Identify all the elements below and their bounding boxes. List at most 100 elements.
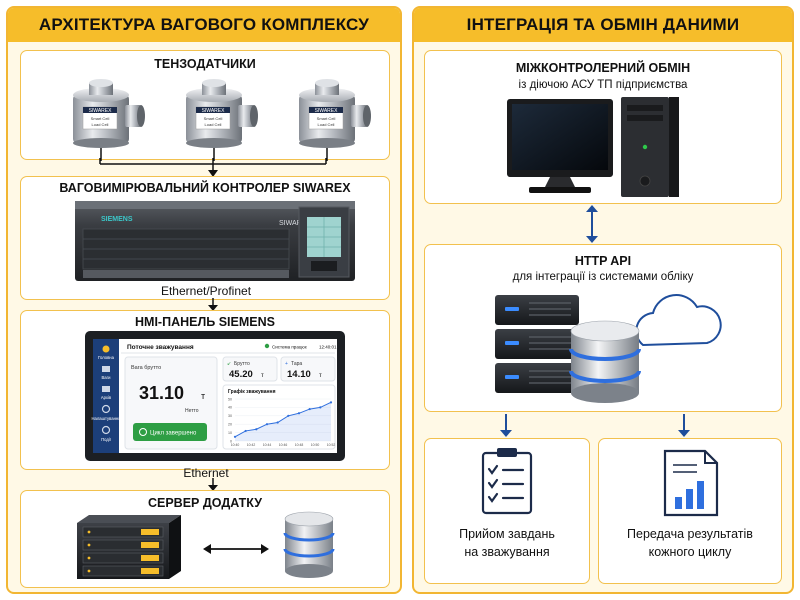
arrow-down-icon: [586, 236, 598, 243]
chart-x-tick: 10:44: [263, 443, 272, 447]
exchange-subtitle: із діючою АСУ ТП підприємства: [518, 79, 688, 91]
brutto-unit: т: [261, 373, 264, 379]
chart-y-tick: 0: [230, 439, 232, 443]
desktop-computer-icon: [507, 97, 679, 197]
archive-icon: [102, 386, 110, 392]
chart-y-tick: 10: [228, 431, 232, 435]
load-cell-icon: SIWAREX Smart Cell Load Cell: [73, 79, 145, 148]
svg-text:Smart Cell: Smart Cell: [91, 116, 110, 121]
right-panel-title: ІНТЕГРАЦІЯ ТА ОБМІН ДАНИМИ: [414, 8, 792, 42]
chart-point: [255, 428, 258, 431]
chart-y-tick: 30: [228, 414, 232, 418]
brutto-card: [222, 356, 278, 382]
svg-text:SIWAREX: SIWAREX: [202, 108, 226, 114]
tasks-line2: на зважування: [464, 545, 550, 559]
link-ethernet-label: Ethernet: [183, 466, 229, 480]
results-line2: кожного циклу: [648, 545, 732, 559]
right-panel: ІНТЕГРАЦІЯ ТА ОБМІН ДАНИМИ МІЖКОНТРОЛЕРН…: [412, 6, 794, 594]
left-panel-title: АРХІТЕКТУРА ВАГОВОГО КОМПЛЕКСУ: [8, 8, 400, 42]
arrow-hmi-server: [208, 478, 218, 491]
arrow-down-icon: [208, 485, 218, 491]
brutto-arrow-icon: ↙: [227, 361, 231, 367]
api-subtitle: для інтеграції із системами обліку: [512, 271, 694, 283]
hmi-nav-events: Події: [101, 437, 112, 442]
chart-point: [297, 412, 301, 415]
chart-x-tick: 10:48: [295, 443, 304, 447]
arrow-controller-hmi: [208, 298, 218, 311]
clock-icon: [101, 425, 111, 435]
chart-y-tick: 20: [228, 423, 232, 427]
weighing-chart-card: [222, 384, 336, 450]
hmi-nav-scales: Ваги: [102, 375, 112, 380]
server-stack-icon: [495, 295, 579, 393]
chart-y-tick: 50: [228, 397, 232, 401]
chart-point: [276, 421, 279, 424]
cycle-done-label: Цикл завершено: [150, 431, 197, 437]
gross-label: Вага брутто: [131, 365, 161, 371]
arrow-down-icon: [678, 430, 690, 437]
status-dot-icon: [264, 343, 270, 349]
svg-text:Load Cell: Load Cell: [92, 122, 109, 127]
chart-area: [235, 402, 331, 441]
sensor-label-brand: SIWAREX: [89, 108, 113, 114]
chart-point: [287, 414, 290, 417]
chart-series-line: [234, 401, 332, 438]
database-icon: [569, 320, 641, 403]
cycle-done-button[interactable]: [133, 423, 207, 441]
tasks-line1: Прийом завдань: [459, 527, 555, 541]
left-panel: АРХІТЕКТУРА ВАГОВОГО КОМПЛЕКСУ ТЕНЗОДАТЧ…: [6, 6, 402, 594]
chart-x-tick: 10:40: [231, 443, 240, 447]
load-cells-group: SIWAREX Smart Cell Load Cell SIWAREX Sma…: [73, 79, 371, 161]
api-title: HTTP API: [574, 254, 632, 268]
api-box: HTTP API для інтеграції із системами обл…: [424, 244, 782, 412]
hmi-box: HMI-ПАНЕЛЬ SIEMENS Головна Ваги Архів На…: [20, 310, 390, 470]
chart-point: [233, 435, 237, 438]
hmi-panel-icon: Головна Ваги Архів Налаштування Події По…: [85, 331, 345, 461]
chart-point: [244, 429, 247, 433]
sensors-box: ТЕНЗОДАТЧИКИ: [20, 50, 390, 161]
bidirectional-arrow-icon: [203, 544, 269, 554]
tare-plus-icon: +: [285, 361, 288, 367]
power-led-icon: [642, 144, 648, 150]
gross-unit: т: [201, 391, 205, 401]
svg-text:Smart Cell: Smart Cell: [317, 116, 336, 121]
hmi-nav-home: Головна: [98, 355, 115, 360]
controller-box: ВАГОВИМІРЮВАЛЬНИЙ КОНТРОЛЕР SIWAREX SIEM…: [20, 176, 390, 300]
hmi-nav-settings: Налаштування: [92, 416, 121, 421]
results-line1: Передача результатів: [627, 527, 753, 541]
svg-text:Load Cell: Load Cell: [318, 122, 335, 127]
sensor-bus-arrow: [99, 158, 327, 177]
chart-y-tick: 40: [228, 406, 232, 410]
arrow-up-icon: [586, 205, 598, 212]
load-cell-icon: SIWAREX Smart Cell Load Cell: [186, 79, 258, 148]
arrows-api-outputs: [500, 414, 690, 437]
controller-icon: SIEMENS SIWAREX: [75, 201, 355, 281]
tasks-box: Прийом завдань на зважування: [424, 438, 590, 584]
arrow-exchange-api: [586, 205, 598, 243]
cloud-icon: [635, 294, 722, 347]
controller-title: ВАГОВИМІРЮВАЛЬНИЙ КОНТРОЛЕР SIWAREX: [59, 181, 351, 195]
controller-model: SIWAREX: [279, 220, 311, 227]
chart-point: [265, 423, 269, 426]
exchange-title: МІЖКОНТРОЛЕРНИЙ ОБМІН: [515, 61, 691, 75]
arrow-down-icon: [500, 430, 512, 437]
chart-x-tick: 10:50: [311, 443, 320, 447]
chart-x-tick: 10:46: [279, 443, 288, 447]
chart-point: [329, 401, 333, 404]
tare-card: [280, 356, 336, 382]
server-title: СЕРВЕР ДОДАТКУ: [147, 496, 262, 510]
tare-value: 14.10: [287, 369, 311, 380]
svg-text:Smart Cell: Smart Cell: [204, 116, 223, 121]
home-icon: [102, 345, 110, 353]
brutto-value: 45.20: [229, 369, 253, 380]
server-box: СЕРВЕР ДОДАТКУ: [20, 490, 390, 588]
chart-title: Графік зважування: [228, 388, 276, 395]
hmi-title: HMI-ПАНЕЛЬ SIEMENS: [135, 315, 275, 329]
hmi-nav-archive: Архів: [101, 395, 112, 400]
chart-x-tick: 10:52: [327, 443, 336, 447]
results-box: Передача результатів кожного циклу: [598, 438, 782, 584]
server-rack-icon: [77, 515, 181, 579]
tare-label: Тара: [291, 361, 302, 367]
report-chart-icon: [663, 449, 719, 517]
